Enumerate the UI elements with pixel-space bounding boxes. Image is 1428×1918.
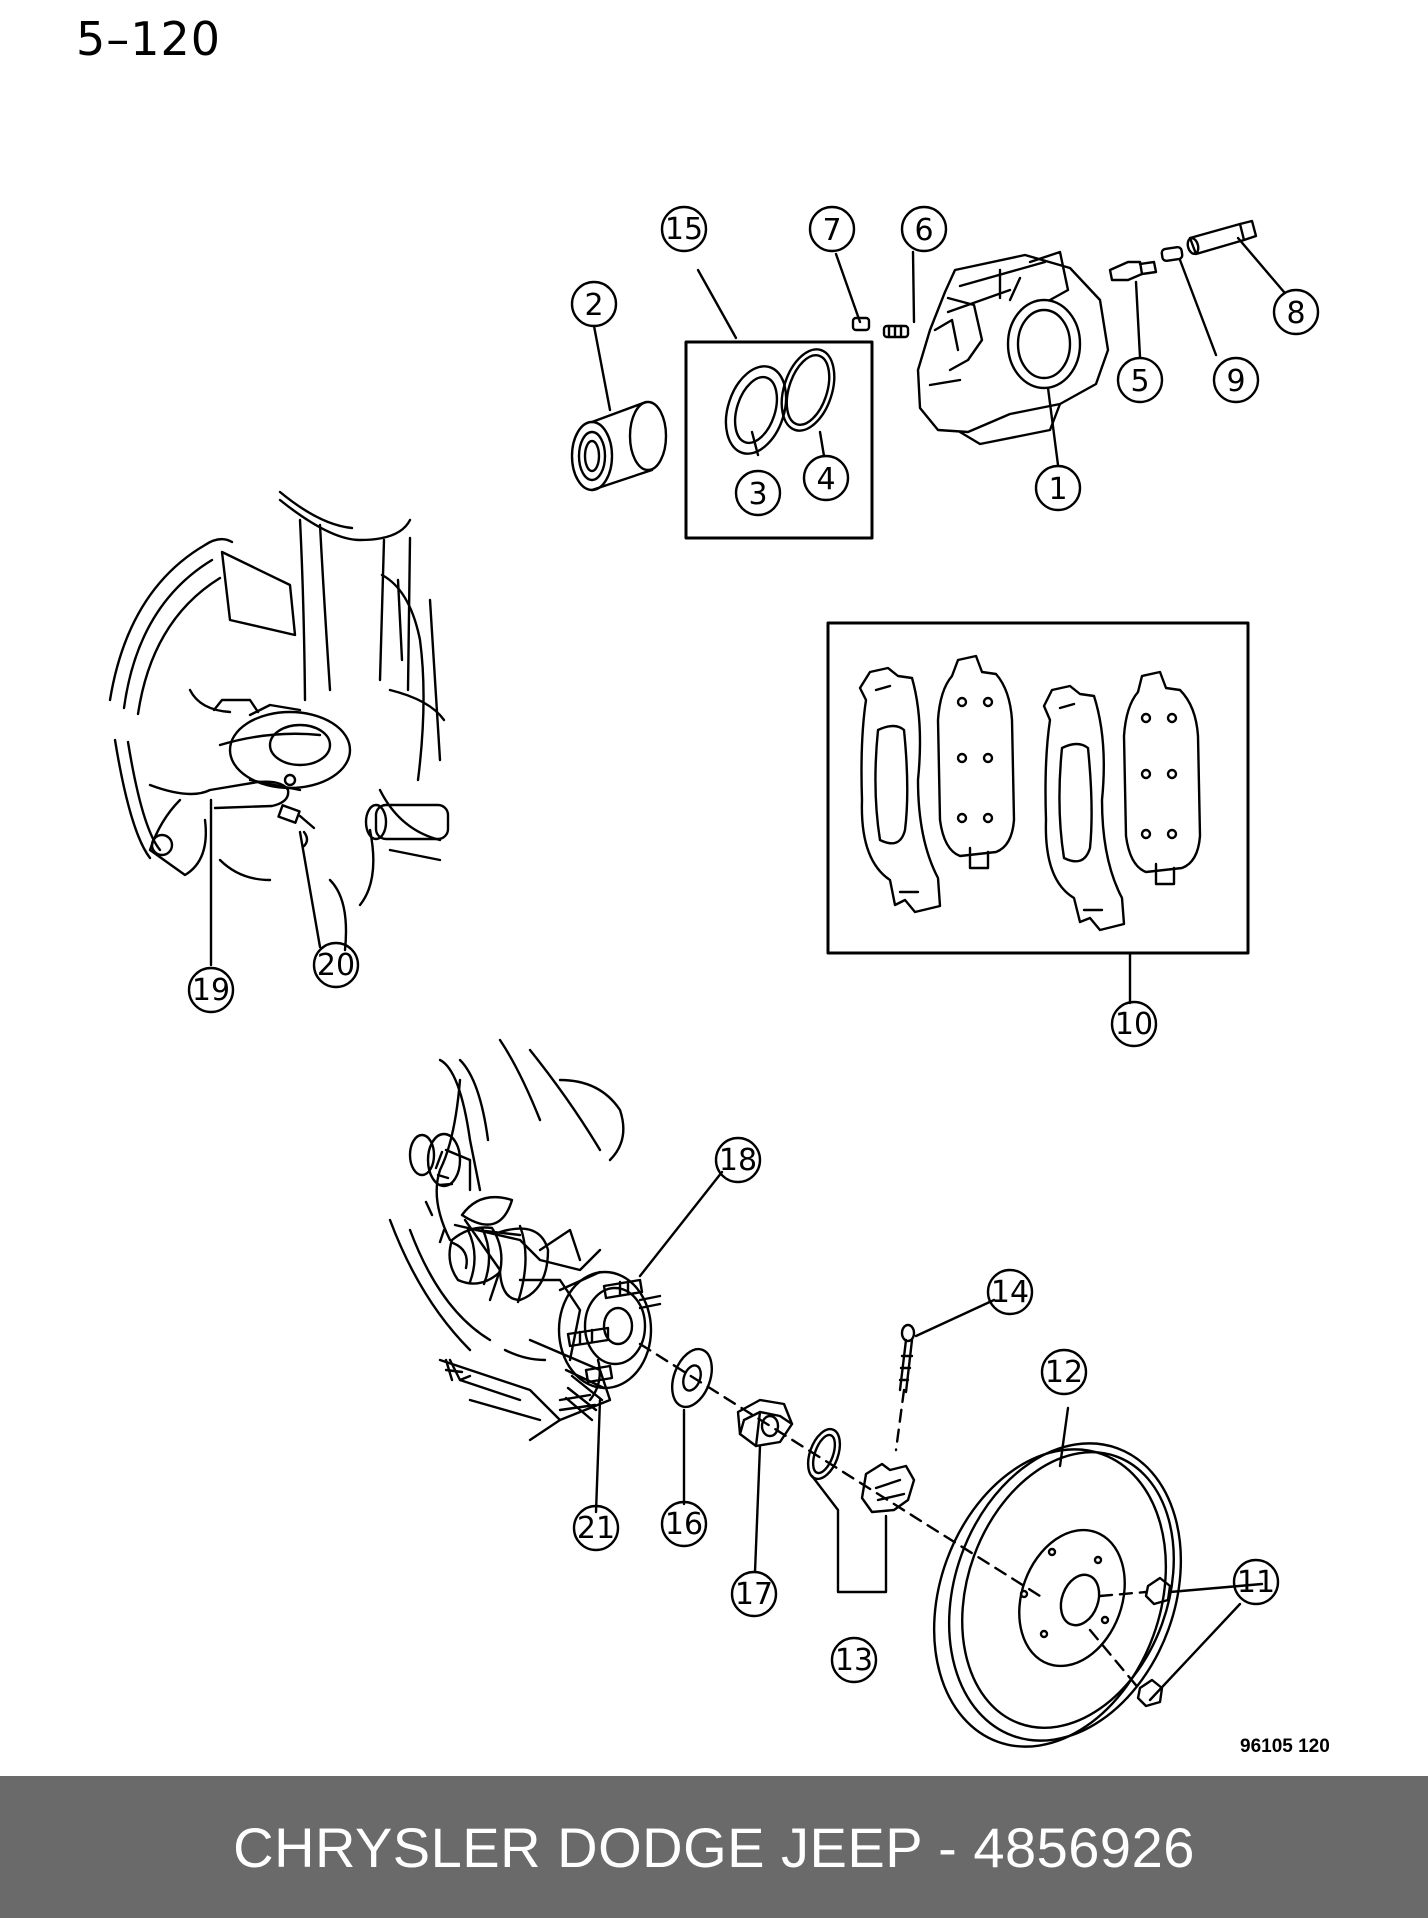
brake-rotor (932, 1442, 1183, 1748)
hub-nut (736, 1398, 794, 1448)
callout-19: 19 (187, 966, 235, 1014)
guide-pin-bolt (1108, 260, 1158, 282)
seal-kit-box (684, 340, 874, 540)
callout-4: 4 (802, 454, 850, 502)
callout-3-label: 3 (748, 477, 767, 512)
brake-pad-inner-right (1042, 684, 1126, 932)
callout-10-label: 10 (1115, 1007, 1153, 1042)
callout-1: 1 (1034, 464, 1082, 512)
alignment-dashed-line (638, 1342, 1148, 1692)
brake-pad-inner-left (858, 666, 942, 914)
callout-12: 12 (1040, 1348, 1088, 1396)
callout-7-label: 7 (822, 213, 841, 248)
footer-title: CHRYSLER DODGE JEEP - 4856926 (233, 1815, 1195, 1879)
callout-14-label: 14 (991, 1275, 1029, 1310)
callout-9-label: 9 (1226, 364, 1245, 399)
callout-16: 16 (660, 1500, 708, 1548)
bleeder-screw-and-cap (851, 316, 910, 339)
callout-17-label: 17 (735, 1577, 773, 1612)
callout-4-label: 4 (816, 462, 835, 497)
wheel-studs (564, 1278, 662, 1422)
callout-2: 2 (570, 280, 618, 328)
callout-11: 11 (1232, 1558, 1280, 1606)
callout-20-label: 20 (317, 948, 355, 983)
callout-5-label: 5 (1130, 364, 1149, 399)
callout-12-label: 12 (1045, 1355, 1083, 1390)
callout-18-label: 18 (719, 1143, 757, 1178)
caliper-housing (916, 250, 1110, 446)
callout-6-label: 6 (914, 213, 933, 248)
callout-3: 3 (734, 469, 782, 517)
footer-banner: CHRYSLER DODGE JEEP - 4856926 (0, 1776, 1428, 1918)
brake-pad-outer-left (936, 654, 1016, 870)
callout-8-label: 8 (1286, 296, 1305, 331)
callout-2-label: 2 (584, 288, 603, 323)
callout-15: 15 (660, 205, 708, 253)
brake-parts-diagram: 1 2 3 4 5 6 7 8 9 10 11 12 13 14 15 16 1… (108, 205, 1320, 1748)
callout-6: 6 (900, 205, 948, 253)
callout-15-label: 15 (665, 212, 703, 247)
guide-pin-bushing-small (1160, 245, 1184, 263)
caliper-piston (570, 400, 668, 492)
nut-lock (860, 1462, 916, 1514)
callout-19-label: 19 (192, 973, 230, 1008)
page-number: 5–120 (76, 12, 222, 66)
callout-18: 18 (714, 1136, 762, 1184)
reference-code: 96105 120 (1240, 1736, 1330, 1757)
callout-1-label: 1 (1048, 472, 1067, 507)
wheel-nuts (1136, 1576, 1172, 1708)
callout-11-label: 11 (1237, 1565, 1275, 1600)
spring-washer (806, 1427, 842, 1481)
cotter-pin (898, 1323, 916, 1394)
callout-14: 14 (986, 1268, 1034, 1316)
callout-5: 5 (1116, 356, 1164, 404)
cv-boot (448, 1224, 550, 1304)
steering-knuckle-view (108, 490, 450, 952)
callout-10: 10 (1110, 1000, 1158, 1048)
callout-8: 8 (1272, 288, 1320, 336)
callout-13: 13 (830, 1636, 878, 1684)
callout-leader-lines (209, 236, 1286, 1702)
callout-9: 9 (1212, 356, 1260, 404)
callout-21-label: 21 (577, 1511, 615, 1546)
brake-pad-set-box (826, 621, 1250, 955)
guide-pin-sleeve (1186, 219, 1258, 256)
brake-pad-outer-right (1122, 670, 1202, 886)
callout-16-label: 16 (665, 1507, 703, 1542)
callout-21: 21 (572, 1504, 620, 1552)
callout-13-label: 13 (835, 1643, 873, 1678)
callout-17: 17 (730, 1570, 778, 1618)
callout-7: 7 (808, 205, 856, 253)
callout-20: 20 (312, 941, 360, 989)
